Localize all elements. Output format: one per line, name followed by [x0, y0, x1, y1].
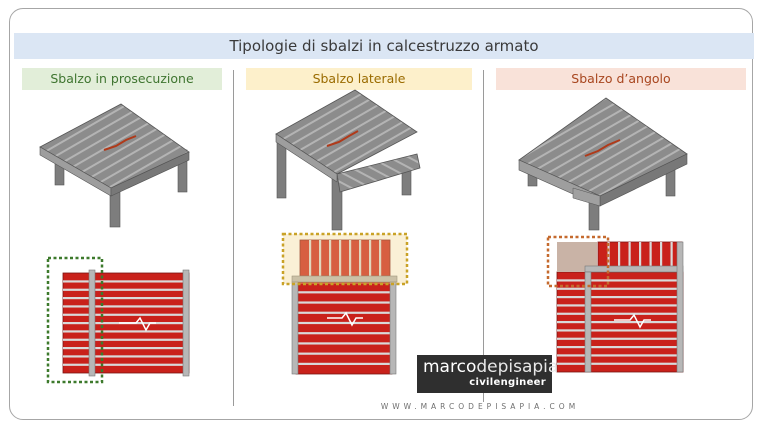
iso-view-prosecuzione — [39, 103, 190, 228]
website-url: WWW.MARCODEPISAPIA.COM — [380, 402, 580, 411]
slab-edge — [110, 151, 190, 197]
column-header-prosecuzione: Sbalzo in prosecuzione — [22, 68, 222, 90]
joist-line — [557, 287, 683, 290]
joist-line — [349, 240, 352, 276]
joist-line — [63, 330, 189, 333]
span-direction-arrow — [584, 139, 621, 157]
joist-line — [63, 280, 189, 283]
joist-line — [649, 242, 652, 266]
column-header-label: Sbalzo d’angolo — [571, 71, 671, 86]
corner-cantilever — [572, 187, 601, 207]
highlight-cantilever-zone — [46, 256, 104, 384]
highlight-cantilever-zone — [546, 235, 610, 288]
beam — [88, 269, 96, 377]
joist-line — [557, 279, 683, 282]
logo-wordmark: marcodepisapia — [423, 357, 559, 377]
joist-line — [63, 305, 189, 308]
joist-line — [309, 240, 312, 276]
brand-logo: marcodepisapia civilengineer — [417, 355, 558, 393]
span-direction-arrow — [327, 311, 363, 327]
joist-line — [557, 362, 683, 365]
column-header-angolo: Sbalzo d’angolo — [496, 68, 746, 90]
joist-line — [557, 329, 683, 332]
column-divider — [483, 70, 484, 402]
joist-line — [379, 240, 382, 276]
joist-line — [660, 242, 663, 266]
iso-view-laterale — [275, 89, 421, 231]
joist-line — [63, 313, 189, 316]
joist-line — [319, 240, 322, 276]
joist-line — [557, 321, 683, 324]
joist-line — [296, 301, 392, 304]
joist-line — [628, 242, 631, 266]
iso-view-angolo — [518, 97, 688, 231]
joist-line — [557, 312, 683, 315]
joist-line — [296, 311, 392, 314]
beam — [291, 275, 398, 283]
column-header-label: Sbalzo laterale — [312, 71, 406, 86]
joist-line — [63, 363, 189, 366]
joist-line — [63, 347, 189, 350]
joist-line — [639, 242, 642, 266]
joist-line — [296, 332, 392, 335]
beam — [584, 271, 592, 373]
beam — [291, 281, 299, 375]
plan-view-prosecuzione — [46, 256, 190, 384]
slab-edge — [275, 133, 338, 183]
highlight-cantilever-zone — [281, 232, 409, 286]
plan-view-angolo — [546, 235, 684, 373]
joist-line — [63, 288, 189, 291]
column-pillar — [276, 139, 287, 199]
beam — [389, 281, 397, 375]
span-direction-arrow — [326, 130, 359, 147]
column-divider — [233, 70, 234, 406]
beam — [584, 265, 684, 273]
joist-line — [557, 296, 683, 299]
cantilever-plan — [299, 239, 391, 277]
plan-view-laterale — [281, 232, 409, 375]
joist-line — [618, 242, 621, 266]
beam — [676, 241, 684, 373]
joist-line — [296, 321, 392, 325]
joist-line — [557, 354, 683, 357]
slab-plan — [295, 281, 393, 375]
joist-line — [670, 242, 673, 266]
joist-line — [296, 352, 392, 355]
joist-line — [63, 338, 189, 341]
joist-line — [329, 240, 332, 276]
joist-line — [369, 240, 372, 276]
joist-line — [359, 240, 362, 276]
title-bar: Tipologie di sbalzi in calcestruzzo arma… — [14, 33, 754, 59]
logo-subtitle: civilengineer — [469, 377, 546, 388]
column-header-laterale: Sbalzo laterale — [246, 68, 472, 90]
column-header-label: Sbalzo in prosecuzione — [50, 71, 194, 86]
joist-line — [557, 337, 683, 340]
span-direction-arrow — [614, 313, 651, 329]
joist-line — [557, 304, 683, 307]
joist-line — [63, 355, 189, 358]
joist-line — [296, 291, 392, 294]
joist-line — [296, 342, 392, 345]
span-direction-arrow — [103, 135, 137, 151]
cantilever-slab — [336, 153, 421, 193]
span-direction-arrow — [119, 316, 156, 332]
column-pillar — [401, 169, 412, 196]
joist-line — [63, 297, 189, 300]
joist-line — [339, 240, 342, 276]
joist-line — [557, 346, 683, 349]
beam — [182, 269, 190, 377]
diagram-title: Tipologie di sbalzi in calcestruzzo arma… — [229, 37, 539, 55]
joist-line — [296, 362, 392, 365]
